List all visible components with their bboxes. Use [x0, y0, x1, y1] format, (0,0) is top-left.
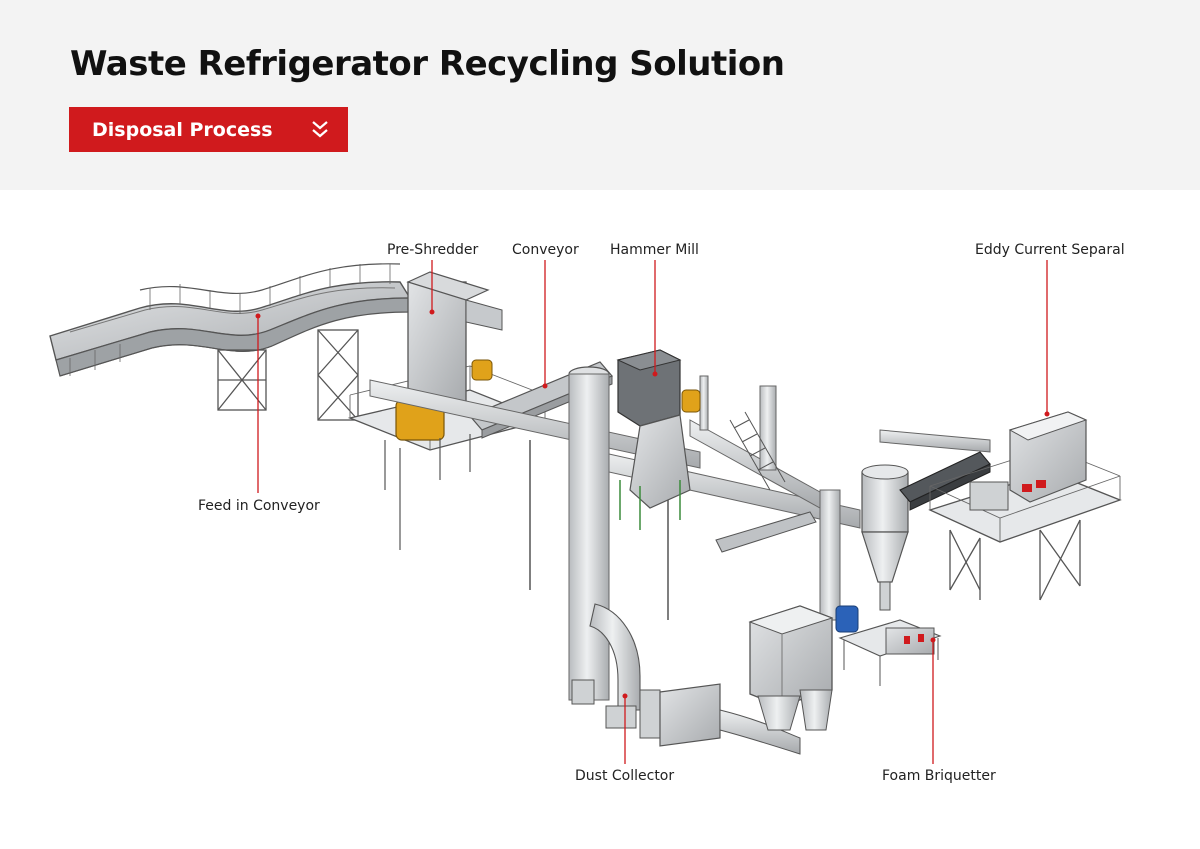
label-eddy-current-separal: Eddy Current Separal — [975, 242, 1125, 258]
label-feed-in-conveyor: Feed in Conveyor — [198, 498, 320, 514]
dust-collector-machine — [589, 603, 859, 755]
exhaust-stack — [568, 366, 610, 705]
foam-briquetter-machine — [838, 619, 942, 686]
label-conveyor: Conveyor — [512, 242, 579, 258]
header-band: Waste Refrigerator Recycling Solution Di… — [0, 0, 1200, 190]
callout-dots — [255, 309, 1050, 699]
hammer-mill-machine — [616, 349, 817, 553]
plant-diagram: Pre-Shredder Conveyor Hammer Mill Eddy C… — [0, 190, 1200, 849]
label-pre-shredder: Pre-Shredder — [387, 242, 479, 258]
callout-leader-lines — [257, 260, 1048, 764]
label-dust-collector: Dust Collector — [575, 768, 675, 784]
disposal-process-label: Disposal Process — [92, 118, 273, 141]
eddy-current-separator-machine — [928, 411, 1122, 601]
feed-in-conveyor-machine — [49, 263, 412, 421]
disposal-process-button[interactable]: Disposal Process — [69, 107, 348, 152]
label-hammer-mill: Hammer Mill — [610, 242, 699, 258]
label-foam-briquetter: Foam Briquetter — [882, 768, 996, 784]
chevron-double-down-icon — [312, 121, 328, 138]
page-title: Waste Refrigerator Recycling Solution — [70, 44, 785, 84]
cyclone-separator — [861, 464, 909, 611]
plant-illustration — [49, 260, 1122, 764]
